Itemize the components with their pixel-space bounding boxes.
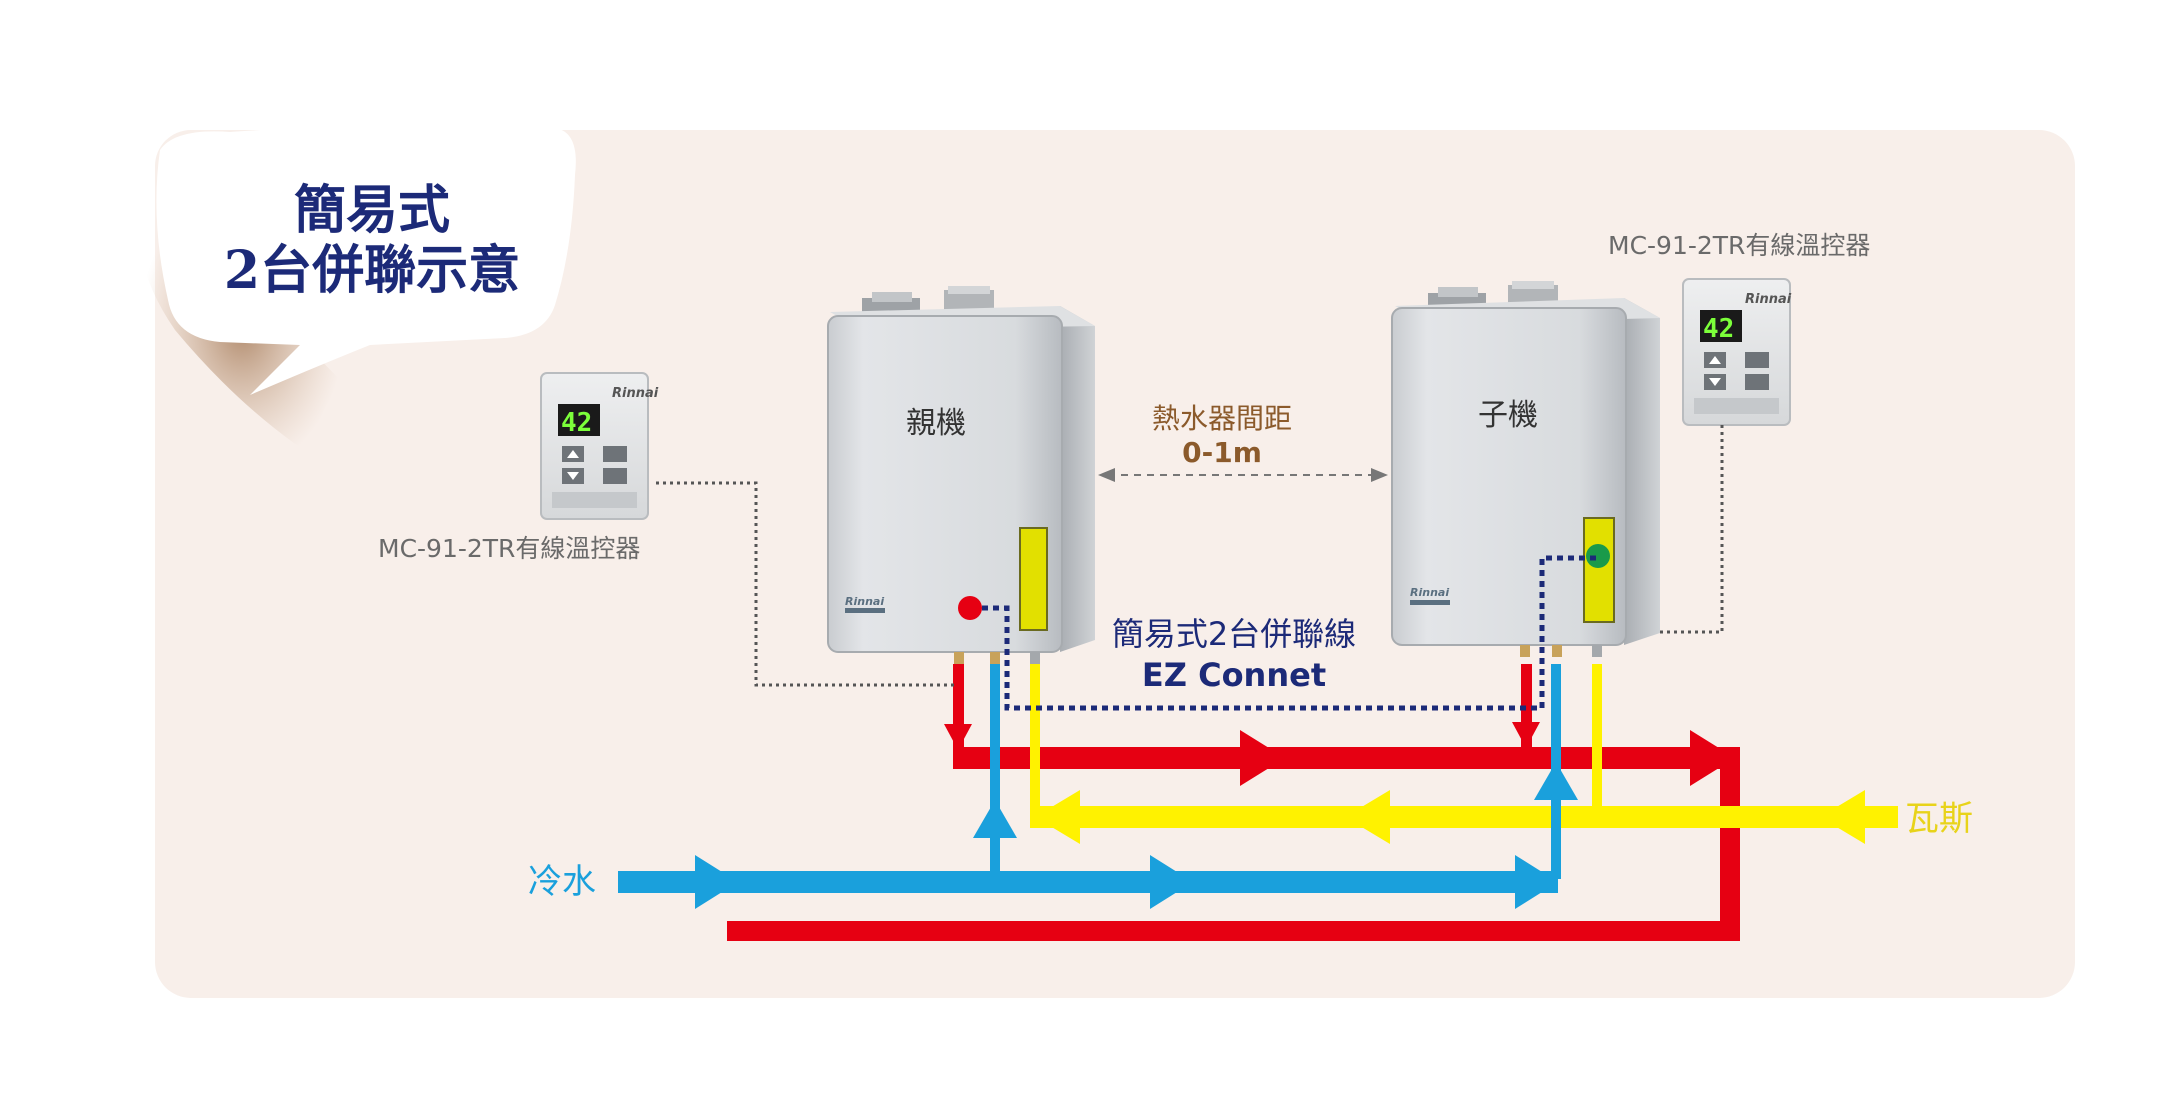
hot-water-pipes [727,664,1740,941]
indicator-panel [1583,517,1615,623]
title-bubble: 簡易式 2台併聯示意 [139,124,576,470]
menu-button[interactable] [603,446,627,462]
ez-connect-label-zh: 簡易式2台併聯線 [1112,615,1356,653]
power-button[interactable] [1745,374,1769,390]
gas-flow-arrow [1345,790,1390,844]
spacing-label: 熱水器間距 [1152,402,1292,435]
heater-brand: Rinnai [1410,586,1449,599]
ez-connect-label-en: EZ Connet [1142,656,1326,694]
gas-pipe: 瓦斯 [1030,664,1973,844]
link-port-master [958,596,982,620]
master-unit-label: 親機 [906,406,966,441]
cold-water-pipe: 冷水 [528,664,1578,909]
controller-lcd [1700,310,1742,342]
heater-brand: Rinnai [845,595,884,608]
cold-water-label: 冷水 [528,862,596,902]
up-arrow-icon [567,450,579,458]
gas-flow-arrow [1035,790,1080,844]
cold-flow-arrow [1515,855,1558,909]
cold-flow-arrow [1150,855,1193,909]
controller-display-value: 42 [1703,314,1734,344]
power-button[interactable] [603,468,627,484]
down-arrow-icon [567,472,579,480]
up-arrow-icon [1709,356,1721,364]
ez-connect-cable [982,555,1598,711]
spacing-dimension: 熱水器間距 0-1m [1098,402,1388,482]
link-port-slave [1586,544,1610,568]
title-line-2: 2台併聯示意 [224,240,520,301]
hot-flow-arrow [1690,730,1735,786]
gas-label: 瓦斯 [1905,799,1973,839]
hot-flow-arrow [1240,730,1285,786]
slave-heater: Rinnai 子機 [1391,281,1660,657]
controller-display-value: 42 [561,408,592,438]
title-line-1: 簡易式 [294,180,450,241]
controller-left: Rinnai 42 MC-91-2TR有線溫控器 [378,372,659,563]
controller-right-label: MC-91-2TR有線溫控器 [1608,231,1870,260]
menu-button[interactable] [1745,352,1769,368]
controller-right: Rinnai 42 MC-91-2TR有線溫控器 [1608,231,1870,426]
down-arrow-icon [1709,378,1721,386]
controller-left-cable [656,481,958,687]
cold-flow-arrow [695,855,738,909]
gas-flow-arrow [1820,790,1865,844]
controller-brand: Rinnai [1745,292,1792,307]
spacing-value: 0-1m [1182,436,1262,469]
controller-left-label: MC-91-2TR有線溫控器 [378,534,640,563]
controller-lcd [558,404,600,436]
controller-brand: Rinnai [612,386,659,401]
slave-unit-label: 子機 [1478,398,1538,433]
master-heater: Rinnai 親機 [827,286,1095,664]
indicator-panel [1019,527,1048,631]
